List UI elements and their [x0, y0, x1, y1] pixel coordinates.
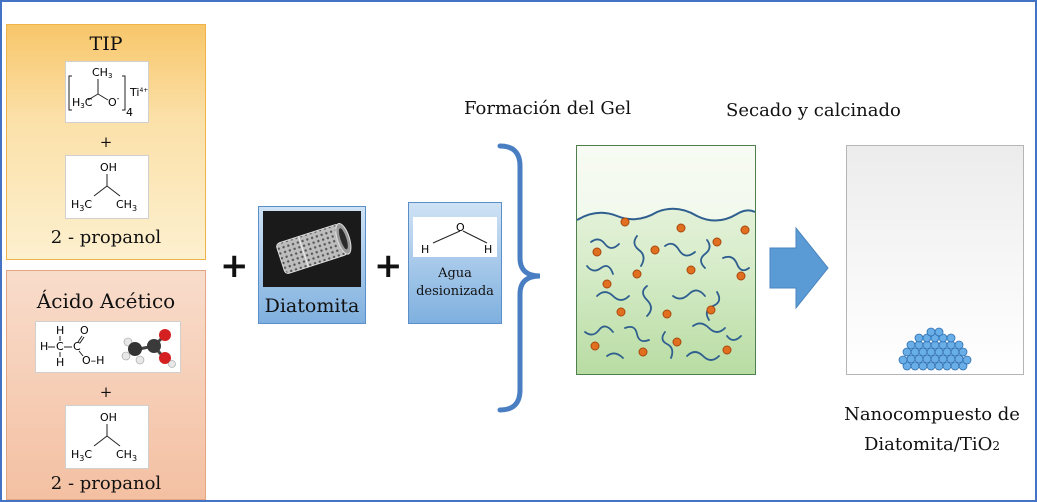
acid-formula-card: H C H H C O O–H	[35, 321, 181, 373]
tip-panel: TIP CH3 H3C O- 4 Ti4+ + OH H3C	[6, 24, 206, 260]
tip-formula-card: CH3 H3C O- 4 Ti4+	[65, 61, 149, 123]
acid-propanol-card: OH H3C CH3	[65, 405, 149, 469]
nanocomposite-pile	[898, 327, 972, 371]
propanol-structure-2: OH H3C CH3	[71, 411, 137, 463]
product-label: Nanocompuesto de Diatomita/TiO2	[832, 400, 1032, 461]
water-h-right: H	[484, 243, 492, 256]
acid-solvent-label: 2 - propanol	[50, 473, 162, 494]
product-vial	[846, 145, 1024, 375]
propanol-structure: OH H3C CH3	[71, 161, 137, 213]
tip-ch3-text: CH3	[92, 66, 112, 80]
tip-solvent-label: 2 - propanol	[50, 227, 162, 248]
acid-title: Ácido Acético	[36, 289, 176, 313]
acid-oh: O–H	[82, 354, 104, 367]
water-molecule-card: H O H	[413, 217, 497, 257]
propanol-ch3-text: CH3	[116, 198, 137, 213]
tip-title: TIP	[89, 33, 123, 55]
water-o: O	[456, 221, 465, 234]
diatomita-label: Diatomita	[264, 295, 360, 317]
tip-plus-sign: +	[99, 133, 113, 151]
plus-operator-1: +	[220, 246, 249, 286]
water-h-left: H	[421, 243, 429, 256]
acid-o-top: O	[80, 324, 89, 337]
water-label-line1: Agua	[438, 266, 472, 281]
water-structure: H O H	[421, 221, 492, 256]
step-dry-label: Secado y calcinado	[726, 100, 901, 121]
step-gel-label: Formación del Gel	[464, 98, 632, 119]
water-label-line2: desionizada	[416, 284, 494, 299]
plus-operator-2: +	[374, 246, 403, 286]
propanol2-ch3-text: CH3	[116, 448, 137, 463]
acetic-ball-model	[121, 329, 176, 368]
tip-ti-text: Ti4+	[129, 86, 148, 99]
product-label-line1: Nanocompuesto de	[844, 404, 1020, 425]
diatom-frustule-icon	[276, 222, 352, 274]
tip-h3c-text: H3C	[72, 96, 93, 110]
tip-structure: CH3 H3C O- 4 Ti4+	[68, 66, 148, 119]
tip-o-text: O-	[108, 94, 120, 109]
tio2-particles	[590, 217, 750, 357]
right-brace	[497, 143, 541, 413]
propanol2-h3c-text: H3C	[71, 448, 92, 463]
acid-c2: C	[73, 340, 81, 353]
product-label-line2: Diatomita/TiO2	[863, 434, 1000, 455]
acid-c1: C	[56, 340, 64, 353]
water-label: Agua desionizada	[409, 265, 501, 301]
acid-h-bottom: H	[56, 356, 64, 369]
diatomita-box: Diatomita	[258, 206, 366, 324]
tip-count-text: 4	[126, 106, 133, 119]
acetic-acid-panel: Ácido Acético H C H H C O O–H	[6, 270, 206, 500]
acetic-structure: H C H H C O O–H	[40, 324, 176, 369]
acid-h-left: H	[40, 340, 48, 353]
propanol-h3c-text: H3C	[71, 198, 92, 213]
water-box: H O H Agua desionizada	[408, 202, 502, 324]
gel-network	[576, 146, 756, 361]
propanol-oh-text: OH	[100, 161, 117, 174]
acid-plus-sign: +	[99, 383, 113, 401]
polymer-chains	[584, 235, 750, 361]
propanol2-oh-text: OH	[100, 411, 117, 424]
process-arrow-icon	[769, 226, 829, 310]
tip-propanol-card: OH H3C CH3	[65, 155, 149, 219]
diatom-image	[263, 211, 361, 287]
acid-h-top: H	[56, 324, 64, 337]
gel-container	[576, 145, 756, 375]
